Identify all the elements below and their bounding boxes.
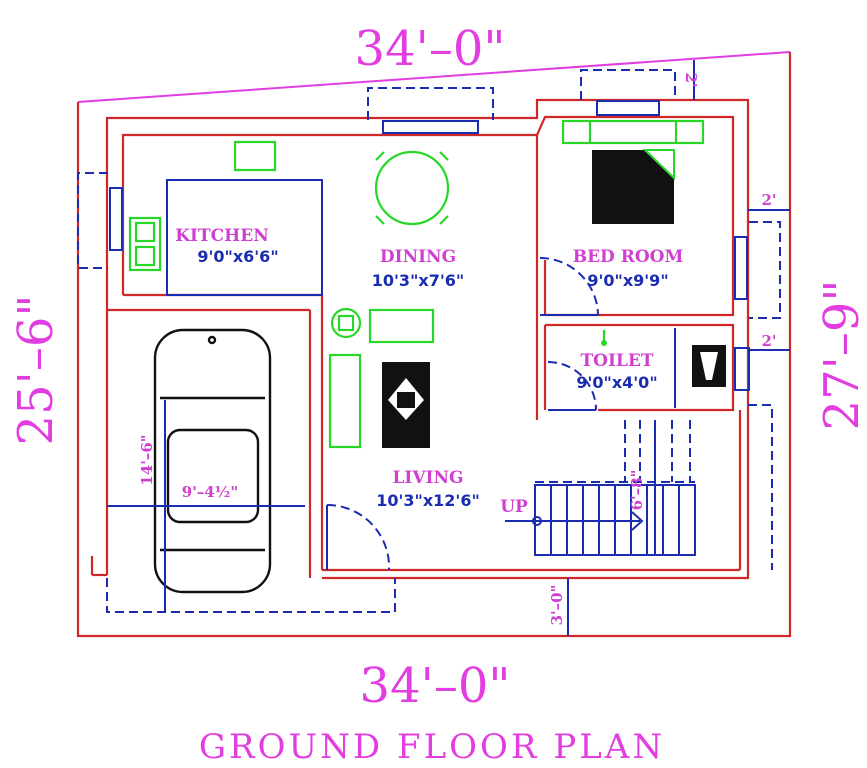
room-size-toilet: 9'0"x4'0" bbox=[576, 373, 657, 392]
staircase bbox=[505, 420, 696, 556]
car bbox=[153, 328, 272, 594]
room-size-kitchen: 9'0"x6'6" bbox=[197, 247, 278, 266]
stair-up-label: UP bbox=[500, 497, 528, 517]
dim-right-setback-toilet: 2' bbox=[761, 332, 776, 350]
dimension-right: 27'–9" bbox=[814, 280, 867, 431]
dim-right-setback-bed: 2' bbox=[761, 191, 776, 209]
plan-title: GROUND FLOOR PLAN bbox=[199, 727, 665, 767]
bed bbox=[561, 119, 705, 224]
room-size-living: 10'3"x12'6" bbox=[376, 491, 480, 510]
room-label-dining: DINING bbox=[380, 247, 456, 267]
dim-parking-width: 9'–4½" bbox=[182, 483, 238, 501]
room-size-dining: 10'3"x7'6" bbox=[372, 271, 464, 290]
room-label-toilet: TOILET bbox=[581, 351, 654, 371]
dim-top-setback: 2' bbox=[682, 72, 700, 87]
dimension-left: 25'–6" bbox=[8, 295, 64, 446]
dim-stair-width: 6'–8" bbox=[628, 470, 646, 511]
room-label-bedroom: BED ROOM bbox=[573, 247, 684, 267]
kitchen-fixtures bbox=[128, 140, 323, 296]
room-label-kitchen: KITCHEN bbox=[175, 226, 268, 246]
dining-table bbox=[374, 150, 450, 226]
dimension-lines bbox=[107, 60, 790, 636]
room-label-living: LIVING bbox=[392, 468, 463, 488]
windows bbox=[77, 69, 781, 613]
toilet-fixtures bbox=[601, 328, 726, 408]
doors bbox=[326, 257, 599, 571]
dim-parking-length: 14'–6" bbox=[138, 434, 156, 485]
room-size-bedroom: 9'0"x9'9" bbox=[587, 271, 668, 290]
dimension-top: 34'–0" bbox=[355, 21, 506, 77]
plot-boundary bbox=[76, 51, 792, 638]
dim-front-setback: 3'–0" bbox=[548, 585, 566, 626]
dimension-bottom: 34'–0" bbox=[360, 658, 511, 714]
living-furniture bbox=[328, 307, 435, 449]
